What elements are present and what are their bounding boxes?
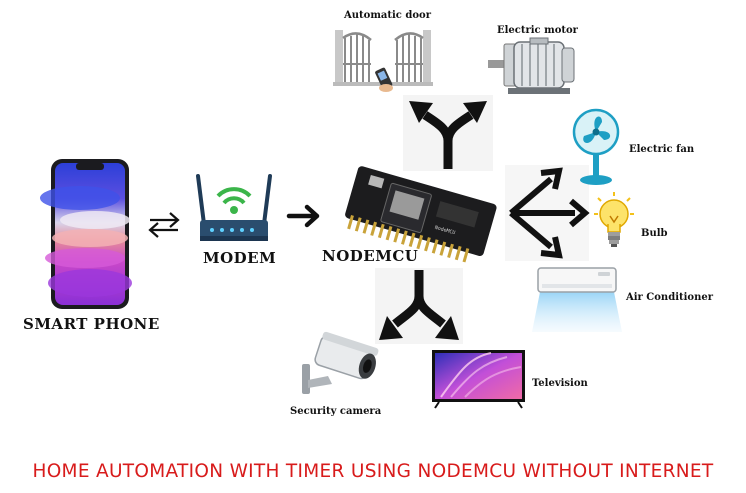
trident-right-arrow-icon [505, 165, 590, 261]
electric-fan-label: Electric fan [629, 144, 695, 155]
electric-motor-label: Electric motor [497, 25, 578, 36]
television-label: Television [532, 378, 588, 389]
air-conditioner-label: Air Conditioner [626, 292, 713, 303]
bulb-label: Bulb [641, 228, 668, 239]
bidirectional-arrow-icon [148, 212, 180, 238]
smartphone-icon [40, 159, 132, 309]
fork-down-arrow-icon [375, 268, 463, 344]
fork-up-arrow-icon [403, 95, 493, 171]
light-bulb-icon [594, 192, 634, 247]
smart-phone-label: SMART PHONE [23, 315, 160, 333]
router-icon [196, 174, 272, 241]
electric-motor-icon [488, 37, 575, 94]
svg-text:NodeMCU: NodeMCU [434, 225, 456, 237]
nodemcu-board-icon: NodeMCU [345, 166, 497, 263]
security-camera-icon [302, 331, 379, 394]
security-camera-label: Security camera [290, 406, 382, 417]
right-arrow-icon [286, 204, 320, 228]
electric-fan-icon [572, 108, 620, 185]
television-icon [432, 350, 525, 409]
automatic-door-label: Automatic door [344, 10, 431, 21]
air-conditioner-icon [532, 267, 622, 332]
automatic-gate-icon [333, 30, 433, 92]
modem-label: MODEM [203, 249, 277, 267]
nodemcu-label: NODEMCU [322, 247, 419, 265]
diagram-title: HOME AUTOMATION WITH TIMER USING NODEMCU… [32, 461, 714, 482]
